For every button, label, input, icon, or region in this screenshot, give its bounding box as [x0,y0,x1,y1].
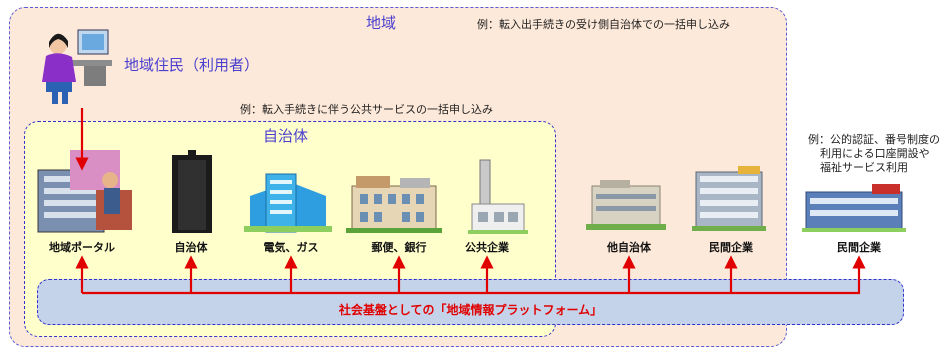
node-label-public-enterprise: 公共企業 [465,241,509,254]
example-right-line: 福祉サービス利用 [820,161,908,174]
node-label-post-bank: 郵便、銀行 [371,241,427,254]
node-label-private-company: 民間企業 [709,241,753,254]
platform-bar [37,279,904,325]
example-region-note: 例：転入出手続きの受け側自治体での一括申し込み [477,18,730,31]
node-label-private-company-2: 民間企業 [837,241,881,254]
local-government-title: 自治体 [263,127,309,145]
example-right-line: 利用による口座開設や [820,147,930,160]
resident-icon [42,29,112,104]
example-right-line: 例：公的認証、番号制度の [808,133,940,146]
private-company-building-icon [692,166,766,231]
example-right-note: 例：公的認証、番号制度の 利用による口座開設や 福祉サービス利用 [808,133,948,175]
utility-building-icon [244,173,332,233]
public-enterprise-building-icon [468,159,528,234]
region-title: 地域 [366,14,397,32]
example-gov-note: 例：転入手続きに伴う公共サービスの一括申し込み [240,103,493,116]
node-label-other-gov: 他自治体 [607,241,651,254]
node-label-local-gov: 自治体 [174,241,208,254]
local-government-building-icon [172,150,212,233]
platform-label: 社会基盤としての「地域情報プラットフォーム」 [338,303,603,317]
node-label-portal: 地域ポータル [49,241,115,254]
private-company-building-icon-2 [802,184,906,232]
other-government-building-icon [586,180,666,230]
post-bank-building-icon [346,176,442,233]
resident-label: 地域住民（利用者） [124,56,260,74]
platform-connectors [75,255,866,295]
portal-building-icon [37,150,132,233]
node-label-utilities: 電気、ガス [263,241,319,254]
